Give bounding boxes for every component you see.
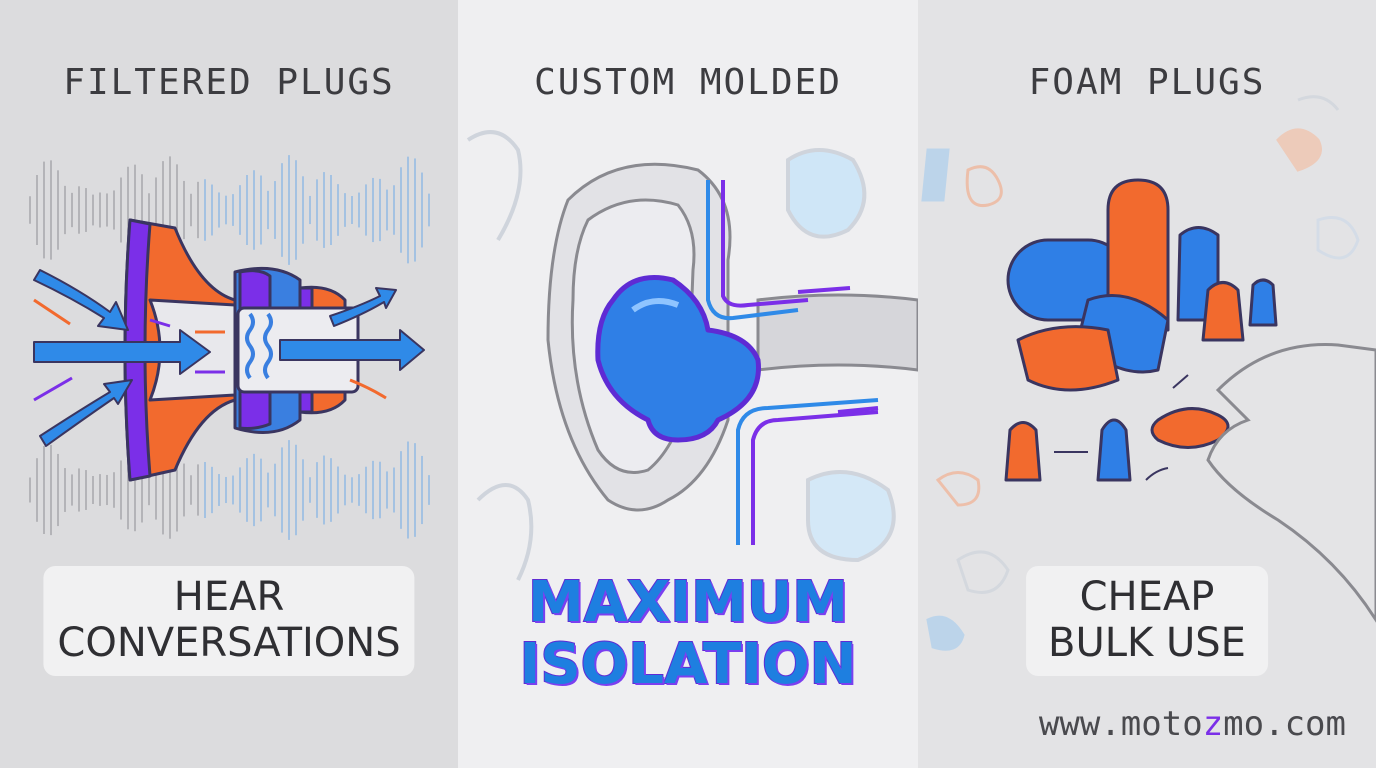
caption-line: HEAR	[173, 574, 285, 620]
scattered-foam-shapes	[921, 95, 1360, 651]
panel-custom-molded: CUSTOM MOLDED MAXIMUM ISOLATION	[458, 0, 918, 768]
custom-molded-illustration	[466, 130, 918, 581]
caption-line: BULK USE	[1048, 620, 1246, 666]
sound-flow-arrows	[33, 269, 425, 447]
hand-illustration	[1206, 343, 1376, 623]
foam-plugs-illustration	[921, 95, 1376, 651]
small-sound-arrows	[33, 298, 387, 402]
panel-title: CUSTOM MOLDED	[534, 62, 842, 103]
panel-foam-plugs: FOAM PLUGS CHEAP BULK USE	[918, 0, 1376, 768]
filtered-plug-illustration	[29, 155, 430, 540]
panel-title: FOAM PLUGS	[1028, 62, 1266, 103]
caption-line: MAXIMUM	[527, 570, 849, 635]
panel-caption: CHEAP BULK USE	[1026, 566, 1268, 676]
panel-caption: HEAR CONVERSATIONS	[43, 566, 415, 676]
compression-arrows	[1054, 374, 1189, 481]
panel-filtered-plugs: FILTERED PLUGS HEAR CONVERSATIONS	[0, 0, 458, 768]
custom-molded-plug-icon	[595, 275, 761, 443]
panel-title: FILTERED PLUGS	[63, 62, 395, 103]
caption-line: CONVERSATIONS	[57, 620, 401, 666]
watermark-accent: z	[1202, 704, 1224, 744]
sound-block-lines	[706, 180, 879, 545]
sound-wave-bottom	[29, 440, 430, 540]
sound-wave-top	[29, 155, 430, 265]
caption-line: ISOLATION	[519, 632, 858, 697]
watermark-suffix: mo.com	[1223, 704, 1346, 744]
panel-caption-highlight: MAXIMUM ISOLATION	[458, 570, 918, 697]
website-watermark: www.motozmo.com	[1039, 704, 1346, 744]
caption-line: CHEAP	[1079, 574, 1215, 620]
foam-plug-pile	[1006, 178, 1278, 392]
background-ear-sketches	[466, 130, 896, 581]
foam-plug-compression-demo	[1004, 407, 1230, 482]
watermark-prefix: www.moto	[1038, 704, 1203, 744]
